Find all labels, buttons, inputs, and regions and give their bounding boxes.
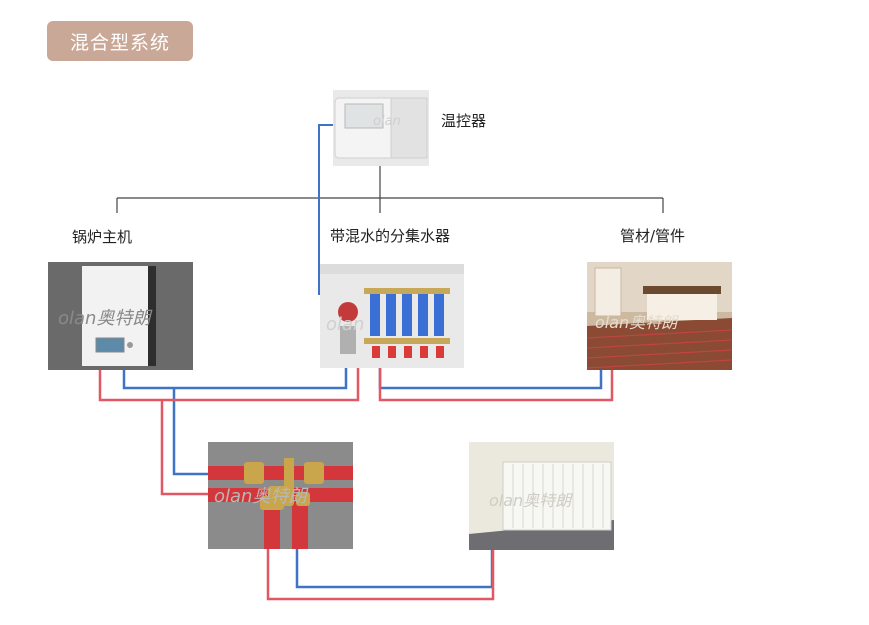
thermostat-image: olan [333,90,429,166]
thermostat-label: 温控器 [441,112,487,130]
watermark-text: olan奥特朗 [595,313,679,332]
page-title: 混合型系统 [47,21,193,61]
watermark-text: olan [373,114,401,129]
manifold-label: 带混水的分集水器 [330,227,451,245]
mixing-fittings-image: olan奥特朗 [208,442,353,549]
room-floor-heating-image: olan奥特朗 [587,262,732,370]
boiler-label: 锅炉主机 [72,228,133,246]
radiator-image: olan奥特朗 [469,442,614,550]
watermark-text: olan [326,314,364,335]
boiler-image: olan奥特朗 [48,262,193,370]
watermark-text: olan奥特朗 [58,308,153,329]
control-wiring [116,165,664,213]
watermark-text: olan奥特朗 [214,486,309,507]
watermark-text: olan奥特朗 [489,491,573,510]
pipes-label: 管材/管件 [620,227,686,245]
supply-pipes [98,364,614,601]
manifold-image: olan [320,264,464,368]
